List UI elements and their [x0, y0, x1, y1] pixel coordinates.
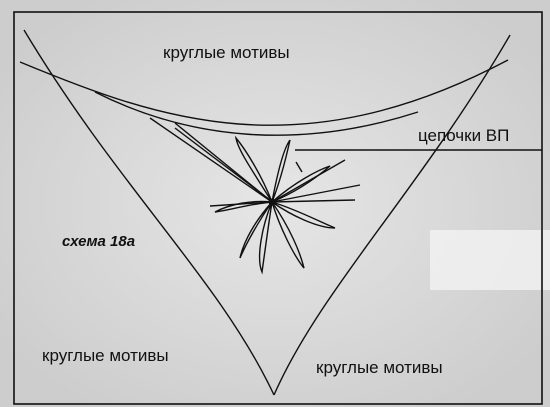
- petal-bottom-mid: [258, 201, 273, 275]
- petal-left: [214, 200, 273, 213]
- label-bottom-left-motifs: круглые мотивы: [42, 346, 169, 365]
- petal-right-upper: [271, 165, 331, 203]
- chain-arc: [94, 91, 419, 136]
- paper-highlight: [430, 230, 550, 290]
- petal-top-right: [271, 139, 291, 203]
- top-boundary-arc: [19, 59, 509, 126]
- ray-right-lower: [271, 199, 356, 203]
- chain-tick: [295, 161, 303, 173]
- center-node: [268, 198, 276, 206]
- label-scheme: схема 18а: [62, 233, 136, 250]
- ray-right-upper: [271, 159, 346, 203]
- ray-right-mid: [271, 184, 361, 203]
- ray-left-upper: [149, 117, 273, 203]
- left-boundary-line: [23, 29, 275, 396]
- label-chains: цепочки ВП: [418, 126, 510, 145]
- frame-border: [13, 11, 543, 405]
- petal-right-lower: [271, 201, 336, 229]
- right-boundary-line: [273, 34, 511, 396]
- label-bottom-right-motifs: круглые мотивы: [316, 358, 443, 377]
- petal-bottom-right: [271, 201, 305, 269]
- ray-left-inner: [174, 127, 275, 204]
- petal-bottom-left: [239, 201, 273, 259]
- label-top-motifs: круглые мотивы: [163, 43, 290, 62]
- petal-top-left: [234, 135, 273, 203]
